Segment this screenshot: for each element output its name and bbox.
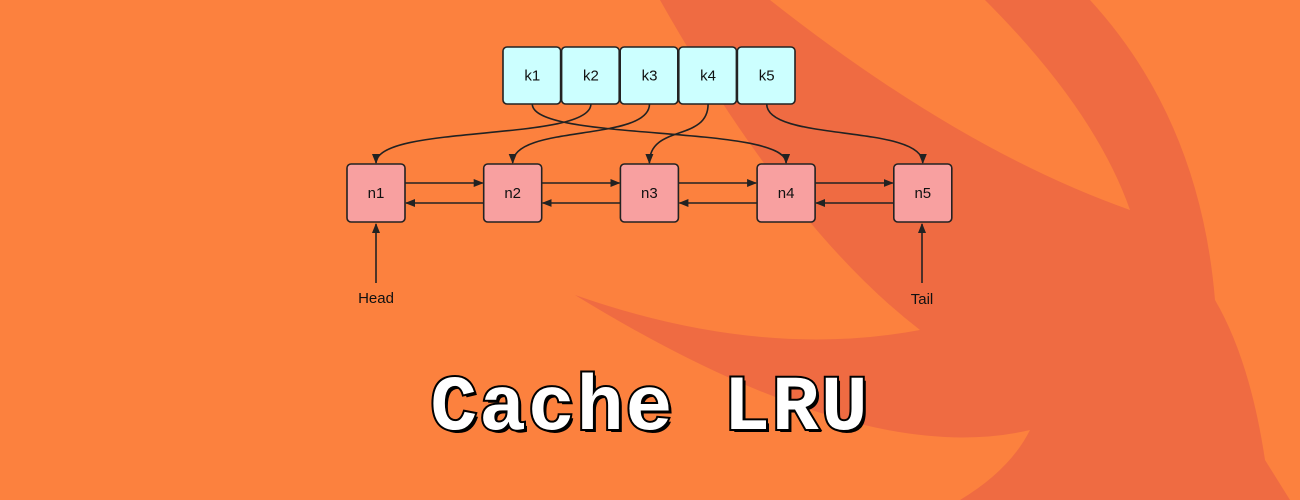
key-label: k4 (700, 68, 716, 85)
node-label: n5 (914, 185, 931, 202)
map-arrow-k3 (508, 103, 651, 164)
node-n4: n4 (756, 163, 816, 223)
key-box (502, 46, 562, 105)
node-box (619, 163, 680, 223)
key-box (560, 46, 620, 105)
node-n5: n5 (892, 163, 953, 223)
map-arrow-k1 (531, 103, 791, 164)
node-n1: n1 (346, 163, 406, 223)
key-node-mappings (372, 103, 927, 164)
hash-keys: k1 k2 k3 k4 k5 (502, 46, 796, 105)
map-arrow-k5 (765, 103, 927, 164)
node-box (482, 163, 543, 223)
node-label: n2 (504, 185, 521, 202)
key-cell-k2: k2 (560, 46, 620, 105)
node-links (405, 179, 894, 207)
node-box (346, 163, 406, 223)
key-box (619, 46, 679, 105)
banner-title: Cache LRU (428, 365, 870, 453)
map-arrow-k4 (645, 103, 709, 164)
node-label: n4 (778, 185, 795, 202)
list-pointers: Head Tail (358, 223, 934, 308)
linked-list-nodes: n1 n2 n3 n4 n5 (346, 163, 953, 223)
node-n3: n3 (619, 163, 680, 223)
map-arrow-k2 (372, 103, 592, 164)
key-label: k3 (642, 68, 658, 85)
node-label: n3 (641, 185, 658, 202)
node-n2: n2 (482, 163, 543, 223)
swift-logo-shape (575, 0, 1290, 500)
head-label: Head (358, 290, 394, 307)
key-cell-k5: k5 (736, 46, 796, 105)
node-box (892, 163, 953, 223)
node-label: n1 (368, 185, 385, 202)
key-box (736, 46, 796, 105)
key-label: k5 (759, 68, 775, 85)
key-label: k1 (524, 68, 540, 85)
key-cell-k1: k1 (502, 46, 562, 105)
key-label: k2 (583, 68, 599, 85)
key-cell-k4: k4 (677, 46, 738, 105)
key-box (677, 46, 738, 105)
node-box (756, 163, 816, 223)
key-cell-k3: k3 (619, 46, 679, 105)
tail-label: Tail (911, 291, 934, 308)
